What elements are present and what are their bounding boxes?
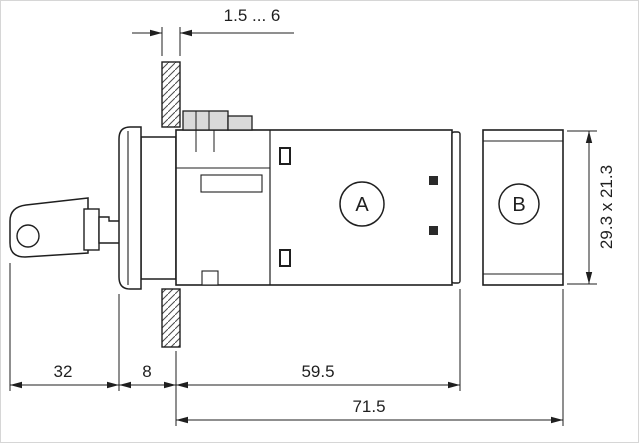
cover-part-b: B <box>482 129 564 286</box>
part-a-marker <box>339 181 385 227</box>
dim-body-length-text: 59.5 <box>301 362 334 381</box>
dimension-panel-thickness: 1.5 ... 6 <box>132 6 294 56</box>
body-end-cap <box>451 131 461 284</box>
dim-cross-section-text: 29.3 x 21.3 <box>597 165 616 249</box>
lock-bezel <box>118 126 177 290</box>
body-outline <box>175 129 453 286</box>
mounting-panel <box>161 61 181 348</box>
latch-bottom <box>429 226 438 235</box>
label-plate <box>200 174 263 193</box>
panel-upper-section <box>161 61 181 128</box>
key-hole <box>16 224 40 248</box>
contact-top <box>279 147 291 165</box>
part-b-label: B <box>512 194 525 216</box>
connector-block <box>182 110 229 131</box>
switch-body-a: A <box>175 110 461 286</box>
part-a-label: A <box>355 194 369 216</box>
dimension-cross-section: 29.3 x 21.3 <box>567 130 616 285</box>
mounting-detail <box>201 270 219 286</box>
panel-lower-section <box>161 288 181 348</box>
key <box>9 197 121 258</box>
bezel-barrel <box>140 136 177 280</box>
part-b-marker <box>498 183 540 225</box>
dimension-bottom: 32 8 59.5 71.5 <box>9 263 564 426</box>
key-shoulder <box>83 208 100 251</box>
contact-bottom <box>279 249 291 267</box>
dim-bezel-depth-text: 8 <box>142 362 151 381</box>
dim-panel-thickness-text: 1.5 ... 6 <box>224 6 281 25</box>
latch-top <box>429 176 438 185</box>
dim-key-length-text: 32 <box>54 362 73 381</box>
dim-overall-length-text: 71.5 <box>352 397 385 416</box>
bezel-flange <box>118 126 142 290</box>
terminal-block <box>227 115 253 131</box>
key-blade <box>98 216 121 244</box>
